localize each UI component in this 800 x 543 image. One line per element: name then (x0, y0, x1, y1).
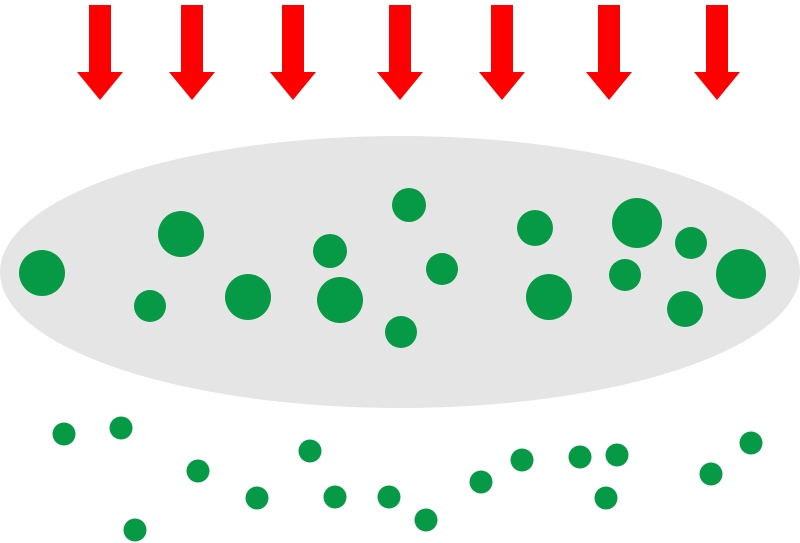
ellipse-region (0, 136, 800, 408)
particle-outside (469, 470, 493, 494)
particle-inside (612, 198, 662, 248)
arrow-down-icon (377, 5, 423, 100)
particle-outside (123, 518, 147, 542)
particle-inside (667, 291, 703, 327)
particle-inside (19, 250, 65, 296)
arrow-down-icon (169, 5, 215, 100)
arrow-down-icon (694, 5, 740, 100)
particle-inside (716, 249, 766, 299)
particle-outside (739, 431, 763, 455)
particle-inside (517, 210, 553, 246)
particle-outside (377, 485, 401, 509)
particle-inside (609, 259, 641, 291)
particle-outside (510, 448, 534, 472)
particle-outside (52, 422, 76, 446)
particle-outside (298, 439, 322, 463)
arrow-down-icon (270, 5, 316, 100)
particle-inside (526, 274, 572, 320)
particle-inside (158, 211, 204, 257)
particle-inside (392, 188, 426, 222)
arrow-down-icon (586, 5, 632, 100)
particle-inside (313, 234, 347, 268)
particle-inside (426, 253, 458, 285)
particles-outside-ellipse (52, 416, 763, 542)
particle-inside (225, 274, 271, 320)
particle-outside (186, 459, 210, 483)
arrow-down-icon (479, 5, 525, 100)
particle-outside (245, 486, 269, 510)
particle-outside (605, 443, 629, 467)
particle-outside (414, 508, 438, 532)
particle-outside (323, 485, 347, 509)
particle-inside (317, 277, 363, 323)
arrow-down-icon (77, 5, 123, 100)
downward-arrows (77, 5, 740, 100)
particle-inside (134, 290, 166, 322)
particle-inside (385, 316, 417, 348)
particle-outside (699, 462, 723, 486)
particle-outside (109, 416, 133, 440)
particles-inside-ellipse (19, 188, 766, 348)
particle-outside (594, 486, 618, 510)
particle-inside (675, 227, 707, 259)
particle-outside (568, 445, 592, 469)
